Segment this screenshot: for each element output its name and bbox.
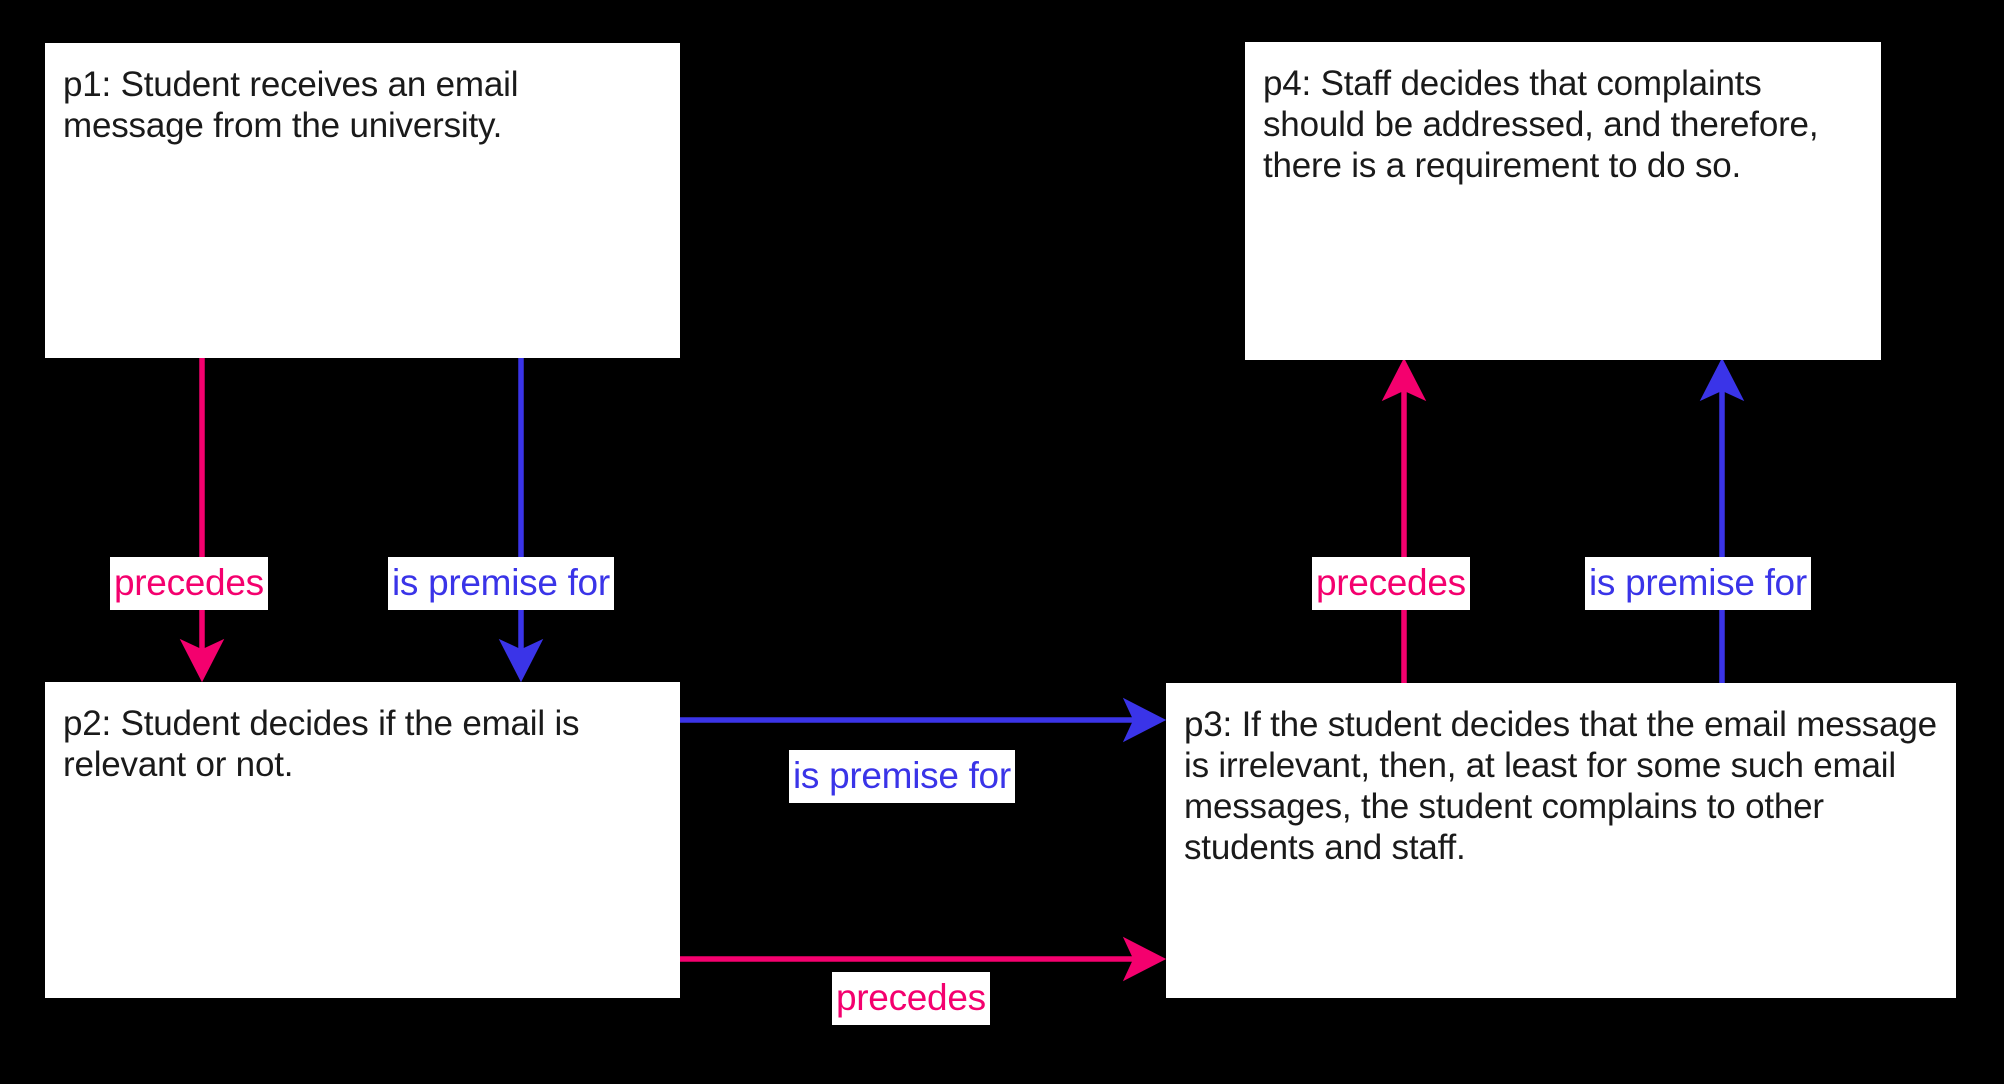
node-p3[interactable]: p3: If the student decides that the emai…: [1166, 683, 1956, 998]
edge-label-p2-p3-is-premise-for: is premise for: [789, 750, 1015, 803]
edge-label-p3-p4-precedes: precedes: [1312, 557, 1470, 610]
node-p1[interactable]: p1: Student receives an email message fr…: [45, 43, 680, 358]
node-p4[interactable]: p4: Staff decides that complaints should…: [1245, 42, 1881, 360]
edge-label-p1-p2-precedes: precedes: [110, 557, 268, 610]
edge-label-p1-p2-is-premise-for: is premise for: [388, 557, 614, 610]
edge-label-p2-p3-precedes: precedes: [832, 972, 990, 1025]
edge-label-p3-p4-is-premise-for: is premise for: [1585, 557, 1811, 610]
node-p2[interactable]: p2: Student decides if the email is rele…: [45, 682, 680, 998]
